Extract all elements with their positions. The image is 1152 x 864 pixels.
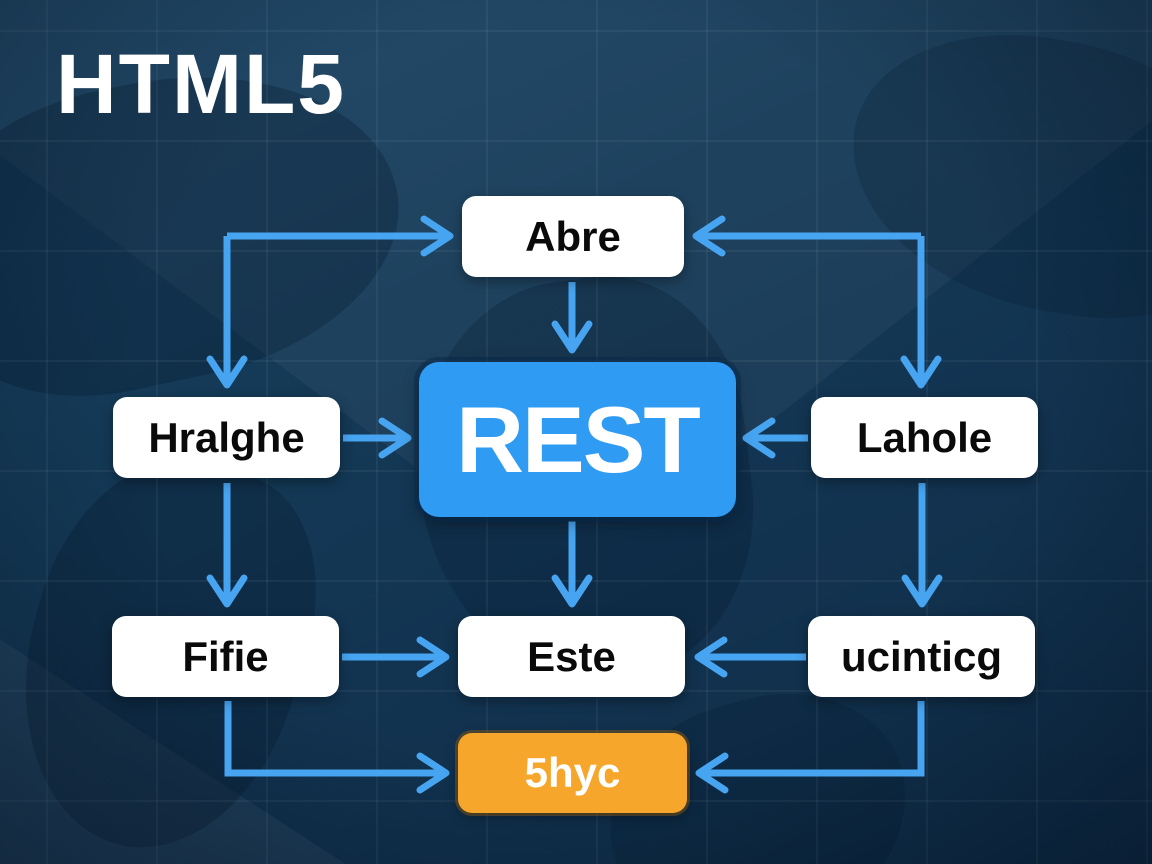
background-map-shape bbox=[831, 10, 1152, 340]
page-title: HTML5 bbox=[56, 37, 346, 131]
node-label: Lahole bbox=[856, 413, 993, 461]
node-label: Abre bbox=[525, 212, 621, 260]
node-label: REST bbox=[456, 386, 701, 492]
node-5hyc: 5hyc bbox=[458, 733, 687, 813]
node-label: ucinticg bbox=[840, 632, 1002, 680]
arrow-fifie-to-5hyc bbox=[224, 701, 450, 794]
node-label: 5hyc bbox=[524, 749, 621, 796]
node-ucinticg: ucinticg bbox=[808, 616, 1035, 697]
node-abre: Abre bbox=[462, 196, 684, 277]
arrow-ucinticg-to-5hyc bbox=[695, 701, 925, 794]
node-lahole: Lahole bbox=[811, 397, 1038, 478]
node-este: Este bbox=[458, 616, 685, 697]
node-hralghe: Hralghe bbox=[113, 397, 340, 478]
node-rest: REST bbox=[419, 362, 736, 517]
node-label: Este bbox=[527, 632, 616, 680]
node-fifie: Fifie bbox=[112, 616, 339, 697]
node-label: Hralghe bbox=[148, 413, 305, 461]
node-label: Fifie bbox=[182, 632, 269, 680]
